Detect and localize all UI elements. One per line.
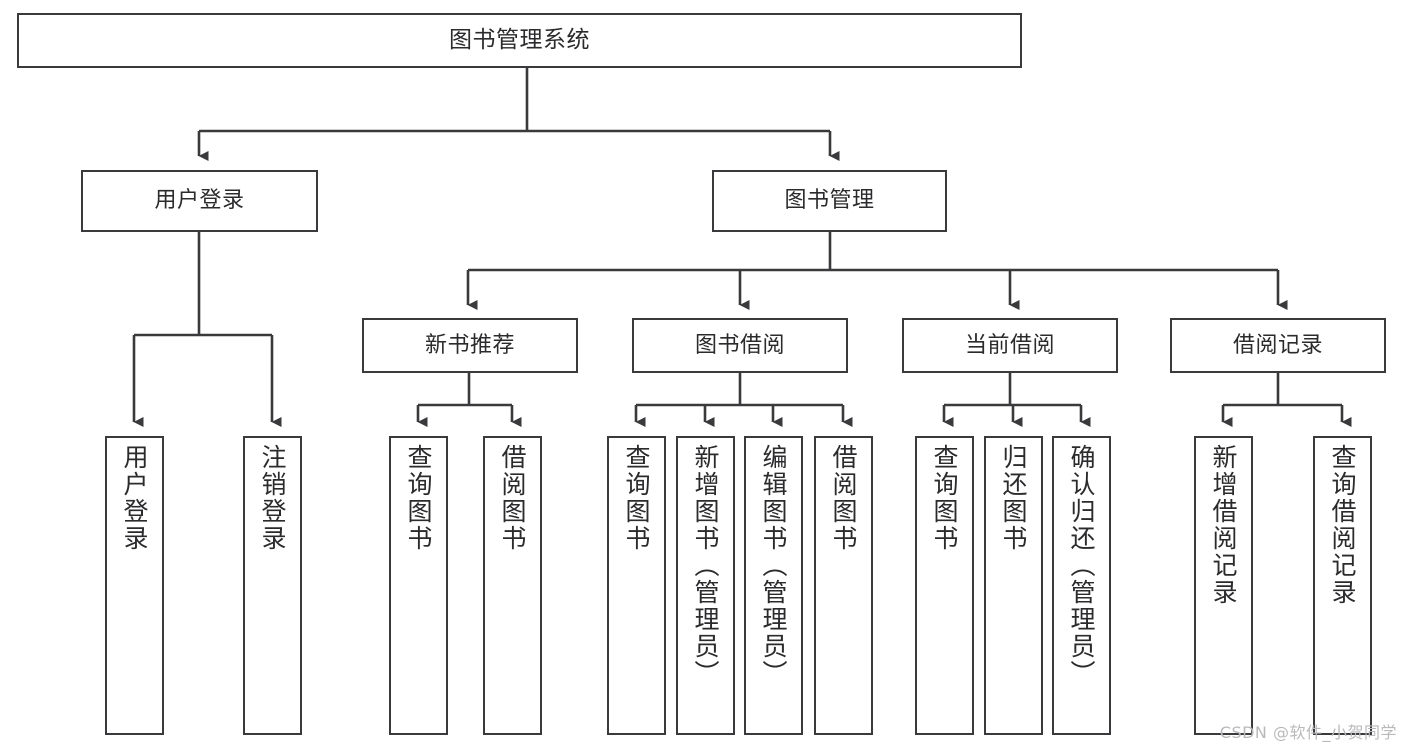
leaf-query-book-borrow[interactable]: 查询图书: [607, 436, 666, 735]
node-borrow-records[interactable]: 借阅记录: [1170, 318, 1386, 373]
leaf-add-book-admin[interactable]: 新增图书（管理员）: [676, 436, 735, 735]
leaf-query-borrow-record[interactable]: 查询借阅记录: [1313, 436, 1372, 735]
leaf-confirm-return-admin[interactable]: 确认归还（管理员）: [1052, 436, 1111, 735]
leaf-return-book[interactable]: 归还图书: [984, 436, 1043, 735]
leaf-user-login[interactable]: 用户登录: [105, 436, 164, 735]
node-root-book-management-system[interactable]: 图书管理系统: [17, 13, 1022, 68]
node-label: 注销登录: [258, 444, 287, 552]
node-label: 图书管理系统: [449, 26, 590, 53]
node-user-login[interactable]: 用户登录: [81, 170, 318, 232]
node-label: 编辑图书（管理员）: [759, 444, 788, 687]
leaf-edit-book-admin[interactable]: 编辑图书（管理员）: [744, 436, 803, 735]
node-label: 当前借阅: [964, 332, 1055, 358]
node-label: 借阅记录: [1232, 332, 1323, 358]
node-label: 确认归还（管理员）: [1067, 444, 1096, 687]
node-label: 查询图书: [404, 444, 433, 552]
node-new-book-recommend[interactable]: 新书推荐: [362, 318, 578, 373]
node-label: 用户登录: [154, 188, 245, 214]
node-label: 查询图书: [930, 444, 959, 552]
node-label: 归还图书: [999, 444, 1028, 552]
node-label: 新增借阅记录: [1209, 444, 1238, 606]
leaf-borrow-book-recommend[interactable]: 借阅图书: [483, 436, 542, 735]
watermark-text: CSDN @软件_小贺同学: [1219, 723, 1397, 742]
node-book-borrow[interactable]: 图书借阅: [632, 318, 848, 373]
node-label: 查询图书: [622, 444, 651, 552]
node-label: 图书借阅: [694, 332, 785, 358]
node-label: 新增图书（管理员）: [691, 444, 720, 687]
leaf-query-book-current[interactable]: 查询图书: [915, 436, 974, 735]
node-label: 新书推荐: [424, 332, 515, 358]
leaf-add-borrow-record[interactable]: 新增借阅记录: [1194, 436, 1253, 735]
leaf-query-book-recommend[interactable]: 查询图书: [389, 436, 448, 735]
leaf-borrow-book[interactable]: 借阅图书: [814, 436, 873, 735]
leaf-user-logout[interactable]: 注销登录: [243, 436, 302, 735]
node-label: 借阅图书: [498, 444, 527, 552]
node-book-management[interactable]: 图书管理: [712, 170, 947, 232]
node-current-borrow[interactable]: 当前借阅: [902, 318, 1118, 373]
node-label: 用户登录: [120, 444, 149, 552]
node-label: 查询借阅记录: [1328, 444, 1357, 606]
node-label: 图书管理: [784, 188, 875, 214]
node-label: 借阅图书: [829, 444, 858, 552]
